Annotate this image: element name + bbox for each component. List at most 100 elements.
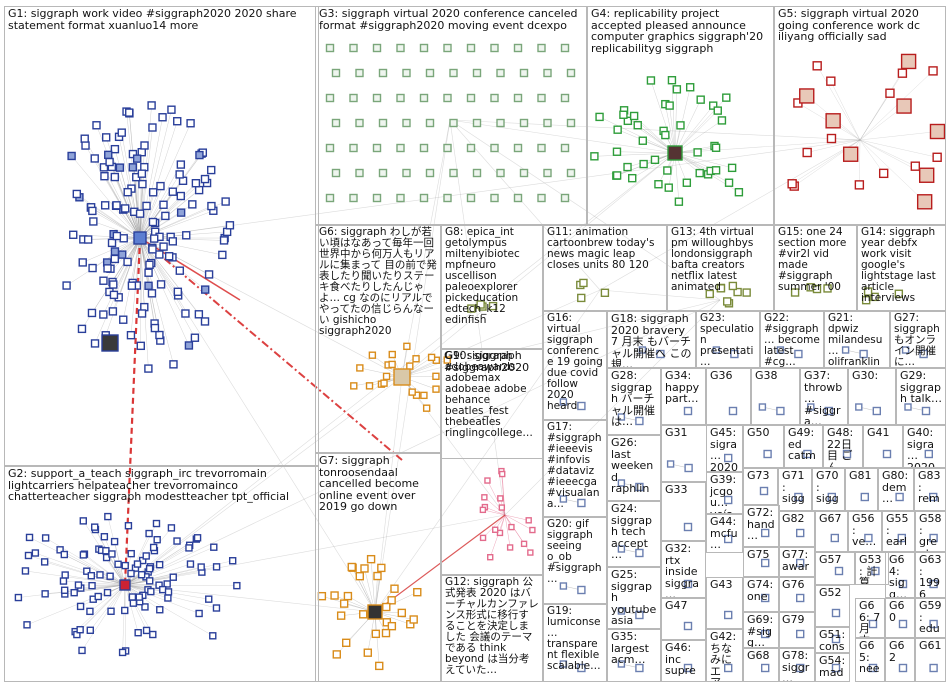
node-small-group <box>894 289 904 298</box>
node-g6 <box>427 353 436 362</box>
group-label-g23: G23: speculation presentati… microsoft… <box>700 312 754 368</box>
edge-g5 <box>816 65 861 141</box>
node-g52 <box>831 608 841 618</box>
edge-g1 <box>71 155 141 239</box>
group-label-g82: G82 <box>782 512 805 525</box>
node-g2 <box>195 609 203 618</box>
node-g1 <box>207 165 216 175</box>
edge-g5 <box>859 139 861 185</box>
edge-between-groups <box>401 152 676 378</box>
node-g34 <box>683 406 693 416</box>
node-g4 <box>623 162 632 172</box>
node-g7 <box>390 584 399 593</box>
group-label-g14: G14: siggraph year debfx work visit goog… <box>861 226 936 304</box>
node-g7 <box>366 554 376 564</box>
node-g3 <box>560 43 570 53</box>
node-g43 <box>724 610 733 620</box>
node-g2 <box>185 544 193 552</box>
group-box-g70: G70: sigg… <box>812 468 845 511</box>
group-box-g81: G81 <box>845 468 878 511</box>
group-box-g47: G47 <box>661 598 706 640</box>
group-label-g24: G24: siggraph tech accept… <box>611 502 652 562</box>
node-g3 <box>513 93 523 103</box>
edge-between-groups <box>599 289 721 301</box>
node-g6 <box>388 360 396 369</box>
node-g7 <box>371 629 381 639</box>
node-g28 <box>635 416 644 426</box>
node-g21 <box>859 349 868 359</box>
node-small-group <box>579 278 588 288</box>
node-g1 <box>135 209 145 218</box>
node-g4 <box>682 178 692 187</box>
group-box-g24: G24: siggraph tech accept… <box>607 501 661 567</box>
node-g3 <box>419 193 429 203</box>
edge-g2 <box>124 563 191 586</box>
node-g7 <box>397 608 407 618</box>
group-label-g17: G17: #siggraph #ieeevis #infovis #datavi… <box>547 421 602 510</box>
group-box-g45: G45: sigra… 2020 <box>706 425 743 472</box>
node-g1 <box>159 200 168 209</box>
group-box-g64: G64: sigg… ann… <box>885 552 915 598</box>
node-g4 <box>590 152 599 161</box>
node-g3 <box>419 43 429 53</box>
node-g16 <box>559 398 568 406</box>
node-g1 <box>182 231 191 240</box>
edge-g1 <box>132 237 141 283</box>
edge-g1 <box>94 158 141 239</box>
node-g23 <box>712 346 721 354</box>
edge-g1 <box>139 117 163 239</box>
node-g76 <box>796 593 805 603</box>
edge-g1 <box>103 237 141 281</box>
node-g78 <box>796 663 805 673</box>
node-g50 <box>763 449 772 459</box>
edge-g5 <box>830 81 861 141</box>
node-g3 <box>537 93 546 103</box>
node-g1 <box>121 204 130 213</box>
group-label-g65: G65: nee… sigg… <box>859 639 880 682</box>
edge-between-groups <box>139 139 861 239</box>
group-label-g78: G78: siggr… <box>782 649 810 682</box>
node-g7 <box>387 621 397 631</box>
node-g3 <box>349 93 358 103</box>
node-g9 <box>508 523 515 531</box>
edge-g2 <box>122 584 126 653</box>
edge-g2 <box>84 553 126 586</box>
node-g6 <box>422 404 431 412</box>
node-g2 <box>212 563 221 571</box>
edge-g2 <box>81 584 126 651</box>
node-g6 <box>403 342 411 351</box>
node-g2 <box>108 550 116 558</box>
node-g27 <box>919 349 928 359</box>
edge-between-groups <box>139 237 403 378</box>
node-g31 <box>666 460 675 468</box>
group-label-g43: G43 <box>710 578 733 591</box>
node-g31 <box>684 463 693 473</box>
group-label-g15: G15: one 24 section more #vir2l vid made… <box>778 226 847 293</box>
group-label-g56: G56: ve… <box>852 512 877 549</box>
group-label-g49: G49: ed catm… <box>788 426 816 468</box>
node-g3 <box>449 68 458 78</box>
node-g1 <box>156 181 165 191</box>
node-g5 <box>825 113 841 129</box>
edge-g1 <box>91 237 141 314</box>
node-g7 <box>377 563 386 573</box>
group-label-g50: G50 <box>747 426 770 439</box>
edge-g1 <box>139 237 179 296</box>
edge-g2 <box>124 571 202 586</box>
node-g1 <box>100 172 109 181</box>
node-g1 <box>207 201 216 211</box>
group-box-g32: G32: rtx inside siggra… last… <box>661 541 706 598</box>
node-g41 <box>882 449 892 459</box>
node-g2 <box>106 572 114 580</box>
node-g1 <box>194 310 204 319</box>
node-g1 <box>145 260 154 270</box>
node-g1 <box>109 290 119 300</box>
edge-g2 <box>83 554 126 586</box>
node-g39 <box>724 495 733 505</box>
node-g3 <box>349 193 358 203</box>
node-g2 <box>152 519 161 528</box>
group-box-g37: G37: throwb… #siggra… <box>800 368 848 425</box>
edge-g2 <box>76 584 126 635</box>
edge-g2 <box>74 584 126 632</box>
group-box-g27: G27: siggraph もオンライン開催に… <box>890 311 946 368</box>
